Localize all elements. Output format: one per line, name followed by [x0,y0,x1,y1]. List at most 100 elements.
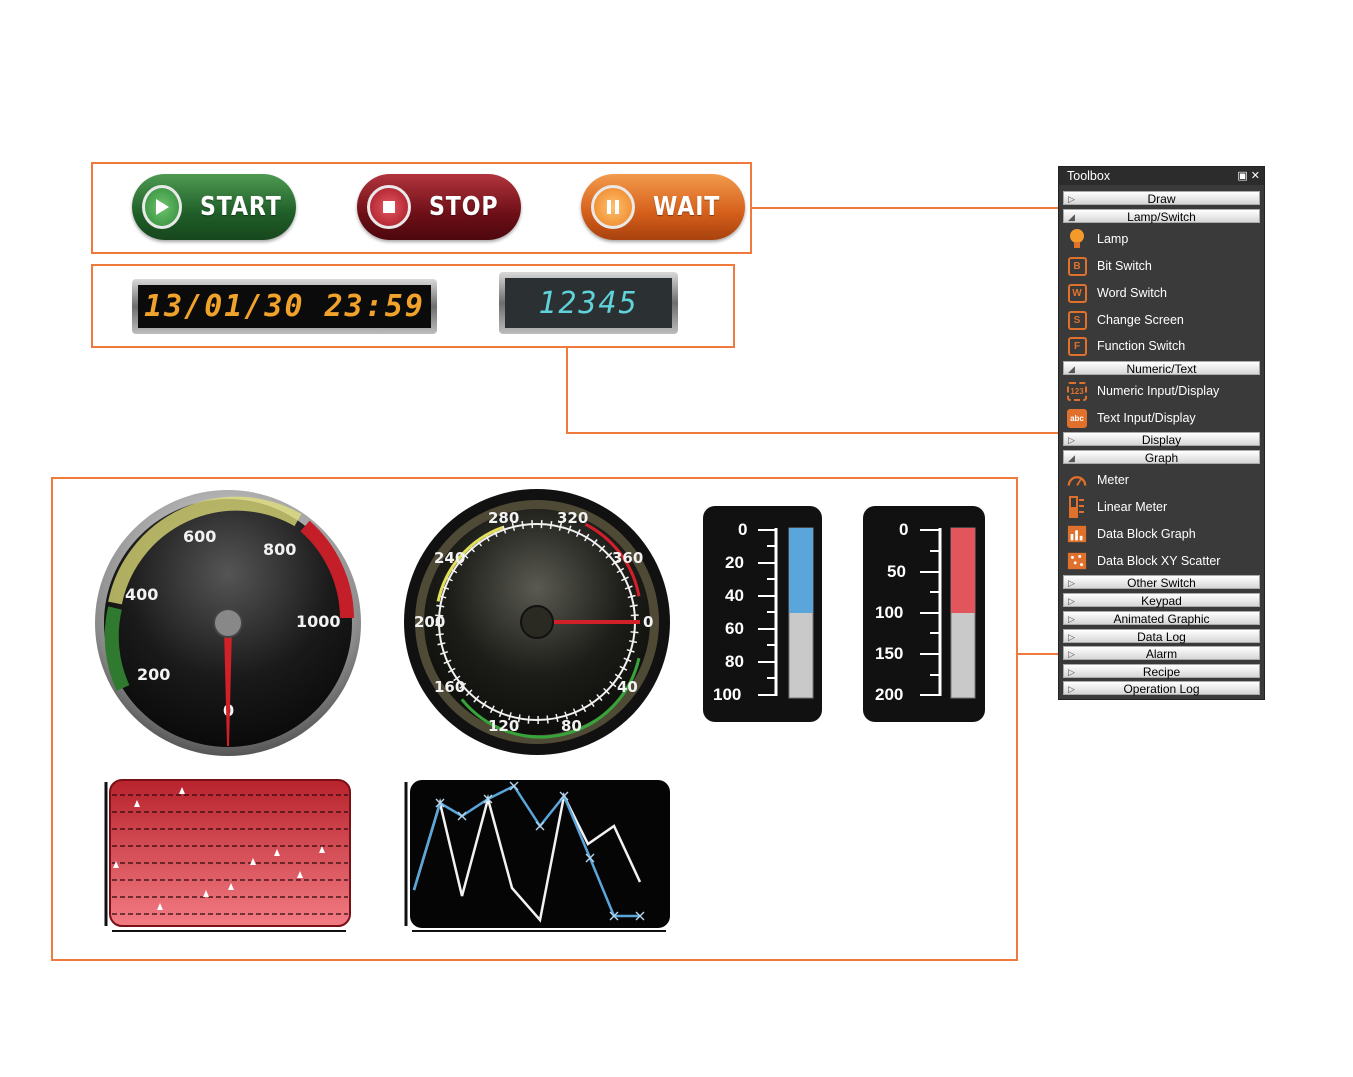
toolbox-item-meter-label: Meter [1097,473,1129,487]
category-other-switch[interactable]: ▷ Other Switch [1063,575,1260,590]
line-series-blue [412,784,640,918]
toolbox-item-word-switch-label: Word Switch [1097,286,1167,300]
line-series-markers [435,781,645,921]
category-keypad[interactable]: ▷Keypad [1063,593,1260,608]
meter-1-needle [224,628,232,746]
data-block-graph-icon [1067,524,1087,544]
linear-meter-2-label-100: 100 [875,603,904,622]
close-icon[interactable]: ✕ [1250,170,1260,182]
category-draw[interactable]: ▷Draw [1063,191,1260,206]
category-lamp-switch[interactable]: ◢Lamp/Switch [1063,209,1260,224]
stop-button[interactable]: STOP [357,174,521,240]
category-data-log[interactable]: ▷ Data Log [1063,629,1260,644]
toolbox-item-numeric-input-label: Numeric Input/Display [1097,384,1220,398]
change-screen-icon: S [1067,310,1087,330]
toolbox-item-meter[interactable]: Meter [1063,467,1260,493]
linear-meter-2-label-50: 50 [887,562,906,581]
toolbox-item-change-screen[interactable]: S Change Screen [1063,307,1260,333]
linear-meter-1-label-80: 80 [725,652,744,671]
toolbox-item-change-screen-label: Change Screen [1097,313,1184,327]
wait-button[interactable]: WAIT [581,174,745,240]
category-animated-graphic[interactable]: ▷Animated Graphic [1063,611,1260,626]
bit-switch-icon: B [1067,256,1087,276]
word-switch-icon: W [1067,283,1087,303]
category-graph[interactable]: ◢ Graph [1063,450,1260,465]
connector-graphs [1018,653,1058,655]
meter-1-hub [213,608,243,638]
linear-meter-1-fill [789,528,813,613]
meter-1-label-800: 800 [263,540,296,559]
toolbox-item-word-switch[interactable]: W Word Switch [1063,280,1260,306]
meter-2: 280 320 240 360 200 0 160 40 120 80 [404,489,670,755]
linear-meter-2-label-150: 150 [875,644,904,663]
category-graph-label: Graph [1144,451,1179,465]
toolbox-item-function-switch[interactable]: F Function Switch [1063,333,1260,359]
toolbox-item-numeric-input[interactable]: 123 Numeric Input/Display [1063,378,1260,404]
expand-arrow-icon: ▷ [1068,435,1075,445]
toolbox-item-linear-meter[interactable]: Linear Meter [1063,494,1260,520]
numeric-display: 12345 [499,272,678,334]
category-display-label: Display [1141,433,1182,447]
expand-arrow-icon: ▷ [1068,596,1075,606]
category-operation-log[interactable]: ▷Operation Log [1063,681,1260,696]
line-series-white [412,792,642,923]
expand-arrow-icon: ▷ [1068,578,1075,588]
linear-meter-2-fill [951,528,975,613]
meter-2-label-200: 200 [414,613,445,631]
linear-meter-2-label-200: 200 [875,685,904,704]
datetime-display-value: 13/01/30 23:59 [138,285,431,328]
toolbox-item-bit-switch[interactable]: B Bit Switch [1063,253,1260,279]
connector-displays-h [566,432,1058,434]
meter-2-hub [520,605,554,639]
numeric-display-value: 12345 [505,278,672,328]
toolbox-item-lamp[interactable]: Lamp [1063,226,1260,252]
linear-meter-1-label-20: 20 [725,553,744,572]
restore-icon[interactable]: ▣ [1237,170,1248,182]
data-block-line-graph [404,780,670,932]
category-data-log-label: Data Log [1137,630,1186,644]
play-icon [142,185,182,229]
toolbox-item-data-block-xy[interactable]: Data Block XY Scatter [1063,548,1260,574]
expand-arrow-icon: ▷ [1068,667,1075,677]
category-numeric-text[interactable]: ◢Numeric/Text [1063,361,1260,376]
meter-2-label-160: 160 [434,678,465,696]
category-display[interactable]: ▷ Display [1063,432,1260,447]
category-draw-label: Draw [1147,192,1176,206]
meter-1-labels: 200 400 600 800 1000 0 [125,527,341,720]
meter-1-label-200: 200 [137,665,170,684]
meter-2-label-80: 80 [561,717,582,735]
category-alarm[interactable]: ▷Alarm [1063,646,1260,661]
pause-icon [591,185,635,229]
graphs-frame [51,477,1018,961]
meter-2-label-280: 280 [488,509,519,527]
linear-meter-2: 0 50 100 150 200 [863,506,985,722]
toolbox-item-linear-meter-label: Linear Meter [1097,500,1168,514]
connector-buttons [752,207,1058,209]
start-button-label: START [199,192,282,222]
toolbox-titlebar: Toolbox ▣ ✕ [1059,167,1264,185]
collapse-arrow-icon: ◢ [1068,453,1075,463]
meter-2-label-120: 120 [488,717,519,735]
text-input-icon: abc [1067,408,1087,428]
datetime-display: 13/01/30 23:59 [132,279,437,334]
toolbox-item-data-block-graph[interactable]: Data Block Graph [1063,521,1260,547]
meter-2-label-360: 360 [612,549,643,567]
category-recipe[interactable]: ▷Recipe [1063,664,1260,679]
data-block-xy-scatter-icon [1067,551,1087,571]
start-button[interactable]: START [132,174,296,240]
lamp-icon [1067,229,1087,249]
category-alarm-label: Alarm [1145,647,1178,661]
category-other-switch-label: Other Switch [1127,576,1196,590]
meter-2-label-40: 40 [617,678,638,696]
expand-arrow-icon: ▷ [1068,632,1075,642]
wait-button-label: WAIT [653,192,721,222]
buttons-frame [91,162,752,254]
toolbox-item-text-input[interactable]: abc Text Input/Display [1063,405,1260,431]
numeric-input-icon: 123 [1067,381,1087,401]
meter-2-label-0: 0 [643,613,653,631]
meter-icon [1067,470,1087,490]
scatter-points [113,787,325,910]
stop-button-label: STOP [429,192,499,222]
category-lamp-switch-label: Lamp/Switch [1127,210,1196,224]
expand-arrow-icon: ▷ [1068,614,1075,624]
